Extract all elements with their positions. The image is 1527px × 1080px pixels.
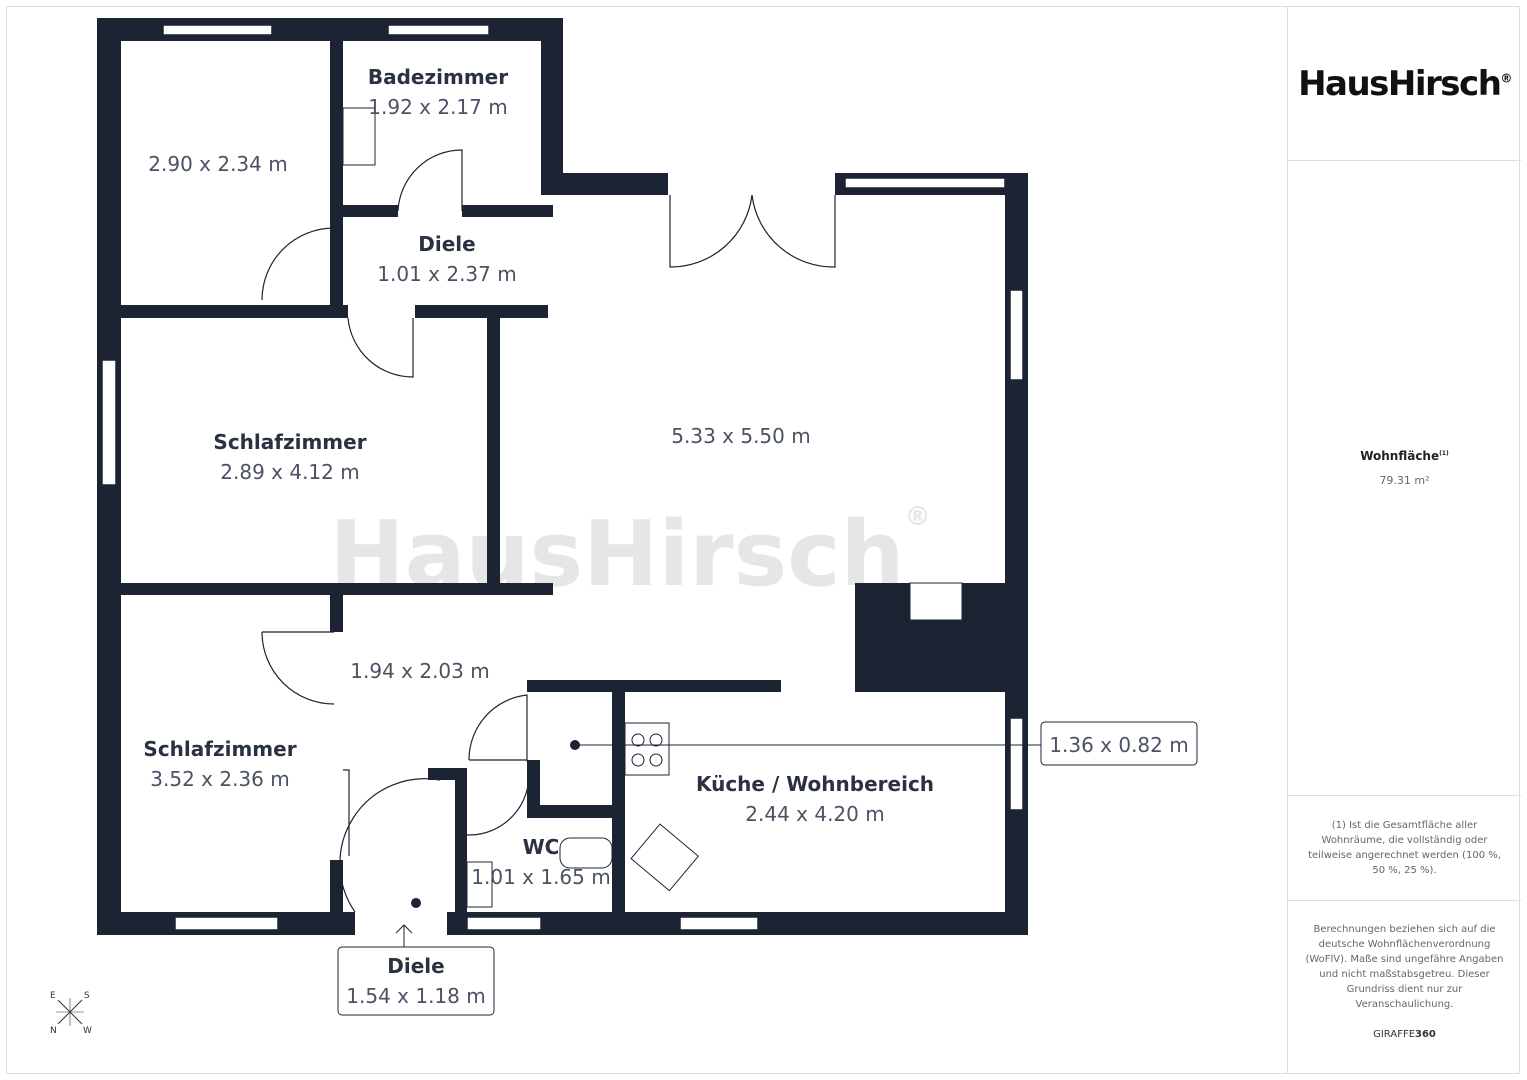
- footnote: (1) Ist die Gesamtfläche aller Wohnräume…: [1308, 820, 1501, 876]
- floor-plan: HausHirsch®: [50, 18, 1198, 1036]
- area-value: 79.31 m²: [1379, 474, 1430, 487]
- brand-logo: HausHirsch®: [1298, 64, 1512, 104]
- room-name: Schlafzimmer: [143, 737, 296, 761]
- watermark-registered: ®: [905, 502, 931, 532]
- room-dims: 1.01 x 2.37 m: [377, 262, 516, 286]
- room-name: Diele: [418, 232, 475, 256]
- page-frame: [6, 6, 1520, 1074]
- room-name: Schlafzimmer: [213, 430, 366, 454]
- room-name: Badezimmer: [368, 65, 508, 89]
- room-dims: 5.33 x 5.50 m: [671, 424, 810, 448]
- compass-w: W: [83, 1026, 92, 1036]
- room-dims: 2.44 x 4.20 m: [745, 802, 884, 826]
- windows: [101, 24, 1024, 931]
- room-dims: 2.89 x 4.12 m: [220, 460, 359, 484]
- fixtures: [342, 107, 1042, 947]
- area-label: Wohnfläche(1): [1360, 449, 1449, 463]
- callout-fixture: 1.36 x 0.82 m: [1040, 721, 1198, 766]
- disclaimer: Berechnungen beziehen sich auf die deuts…: [1305, 924, 1504, 1010]
- compass-e: E: [50, 991, 56, 1001]
- callout-diele: Diele 1.54 x 1.18 m: [337, 946, 495, 1016]
- room-dims: 1.01 x 1.65 m: [471, 865, 610, 889]
- callout-dims: 1.36 x 0.82 m: [1049, 733, 1188, 757]
- doors: [261, 149, 836, 913]
- sidebar: HausHirsch® Wohnfläche(1) 79.31 m² (1) I…: [1287, 6, 1521, 1074]
- room-name: Küche / Wohnbereich: [696, 772, 934, 796]
- room-name: WC: [523, 835, 560, 859]
- room-dims: 3.52 x 2.36 m: [150, 767, 289, 791]
- compass: E S N W: [50, 991, 92, 1036]
- compass-n: N: [50, 1026, 57, 1036]
- room-dims: 1.92 x 2.17 m: [368, 95, 507, 119]
- room-labels: 2.90 x 2.34 m Badezimmer 1.92 x 2.17 m D…: [143, 65, 934, 889]
- credit: GIRAFFE360: [1373, 1029, 1436, 1040]
- compass-s: S: [84, 991, 90, 1001]
- room-dims: 1.54 x 1.18 m: [346, 984, 485, 1008]
- room-dims: 1.94 x 2.03 m: [350, 659, 489, 683]
- room-dims: 2.90 x 2.34 m: [148, 152, 287, 176]
- room-name: Diele: [387, 954, 444, 978]
